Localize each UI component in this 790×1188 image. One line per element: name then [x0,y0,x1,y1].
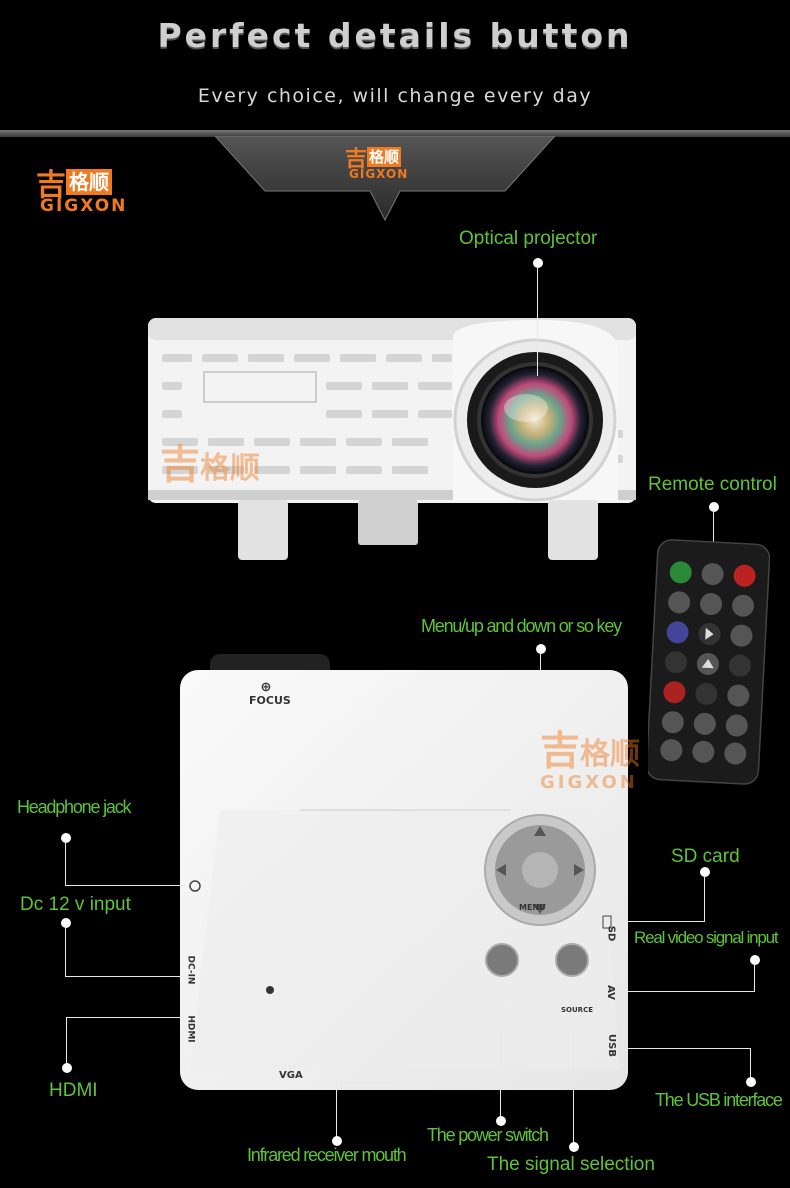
menu-button: MENU [519,903,546,912]
callout-dot [709,502,719,512]
label-headphone-jack: Headphone jack [17,797,132,817]
callout-line [65,840,66,885]
label-sd-card: SD card [671,846,740,867]
label-dc-input: Dc 12 v input [20,894,131,915]
callout-line [713,510,714,550]
label-optical-projector: Optical projector [459,228,598,249]
callout-dot [700,867,710,877]
projector-top [180,650,630,1095]
badge-logo: 吉格顺 GIGXON [345,141,455,181]
callout-line [620,921,705,922]
brand-logo: 吉格顺 GIGXON [36,160,156,220]
callout-line [573,1028,574,1144]
focus-indicator: ⊕ FOCUS [249,680,291,707]
callout-dot [533,258,543,268]
callout-dot [569,1142,579,1152]
badge-logo-name: 格顺 [367,147,402,167]
watermark-front-name: 格顺 [200,451,260,486]
brand-badge [215,136,555,222]
callout-line [754,963,755,991]
callout-line [65,926,66,976]
port-usb: USB [605,1034,617,1057]
badge-logo-glyph: 吉 [345,147,368,172]
port-hdmi: HDMI [185,1015,196,1043]
focus-label: FOCUS [249,694,291,707]
callout-line [66,1017,67,1065]
callout-dot [750,955,760,965]
callout-line [65,976,183,977]
projector-front-image [148,318,636,560]
watermark-front-glyph: 吉 [160,442,200,488]
callout-line [537,266,538,376]
page-subtitle: Every choice, will change every day [197,85,593,107]
watermark-front: 吉格顺 [160,432,260,490]
port-vga: VGA [279,1070,303,1081]
watermark-top-en: GIGXON [540,772,638,793]
port-sd: SD [605,925,617,942]
callout-dot [496,1116,506,1126]
remote-control [648,539,770,785]
label-power-switch: The power switch [427,1125,549,1145]
callout-dot [61,833,71,843]
label-real-video: Real video signal input [634,928,779,947]
watermark-top: 吉格顺 GIGXON [540,718,640,793]
source-button: SOURCE [561,1006,593,1014]
callout-dot [536,644,546,654]
label-remote-control: Remote control [648,474,777,495]
callout-line [65,885,185,886]
callout-dot [746,1077,756,1087]
callout-line [336,1082,337,1140]
watermark-top-glyph: 吉 [540,728,580,774]
header-divider [0,130,790,137]
page-title: Perfect details button [157,16,633,55]
callout-line [336,1082,496,1083]
callout-line [620,991,755,992]
label-menu-key: Menu/up and down or so key [421,616,622,636]
callout-line [620,1048,750,1049]
callout-dot [62,1063,72,1073]
label-signal-selection: The signal selection [487,1154,655,1175]
projector-front [148,310,638,570]
port-dcin: DC-IN [185,955,196,985]
logo-glyph: 吉 [36,168,66,203]
callout-line [500,1030,501,1120]
label-usb-interface: The USB interface [655,1090,783,1110]
port-av: AV [604,985,616,1000]
logo-en: GIGXON [40,196,128,216]
callout-line [66,1017,183,1018]
callout-dot [61,918,71,928]
logo-name: 格顺 [66,169,112,195]
callout-dot [332,1136,342,1146]
callout-line [704,875,705,921]
label-infrared: Infrared receiver mouth [247,1145,407,1165]
badge-logo-en: GIGXON [349,167,409,181]
watermark-top-name: 格顺 [580,737,640,772]
projector-top-image [180,654,628,1090]
label-hdmi: HDMI [49,1080,98,1101]
power-icon: ⏻ [500,1002,512,1018]
callout-line [750,1048,751,1078]
